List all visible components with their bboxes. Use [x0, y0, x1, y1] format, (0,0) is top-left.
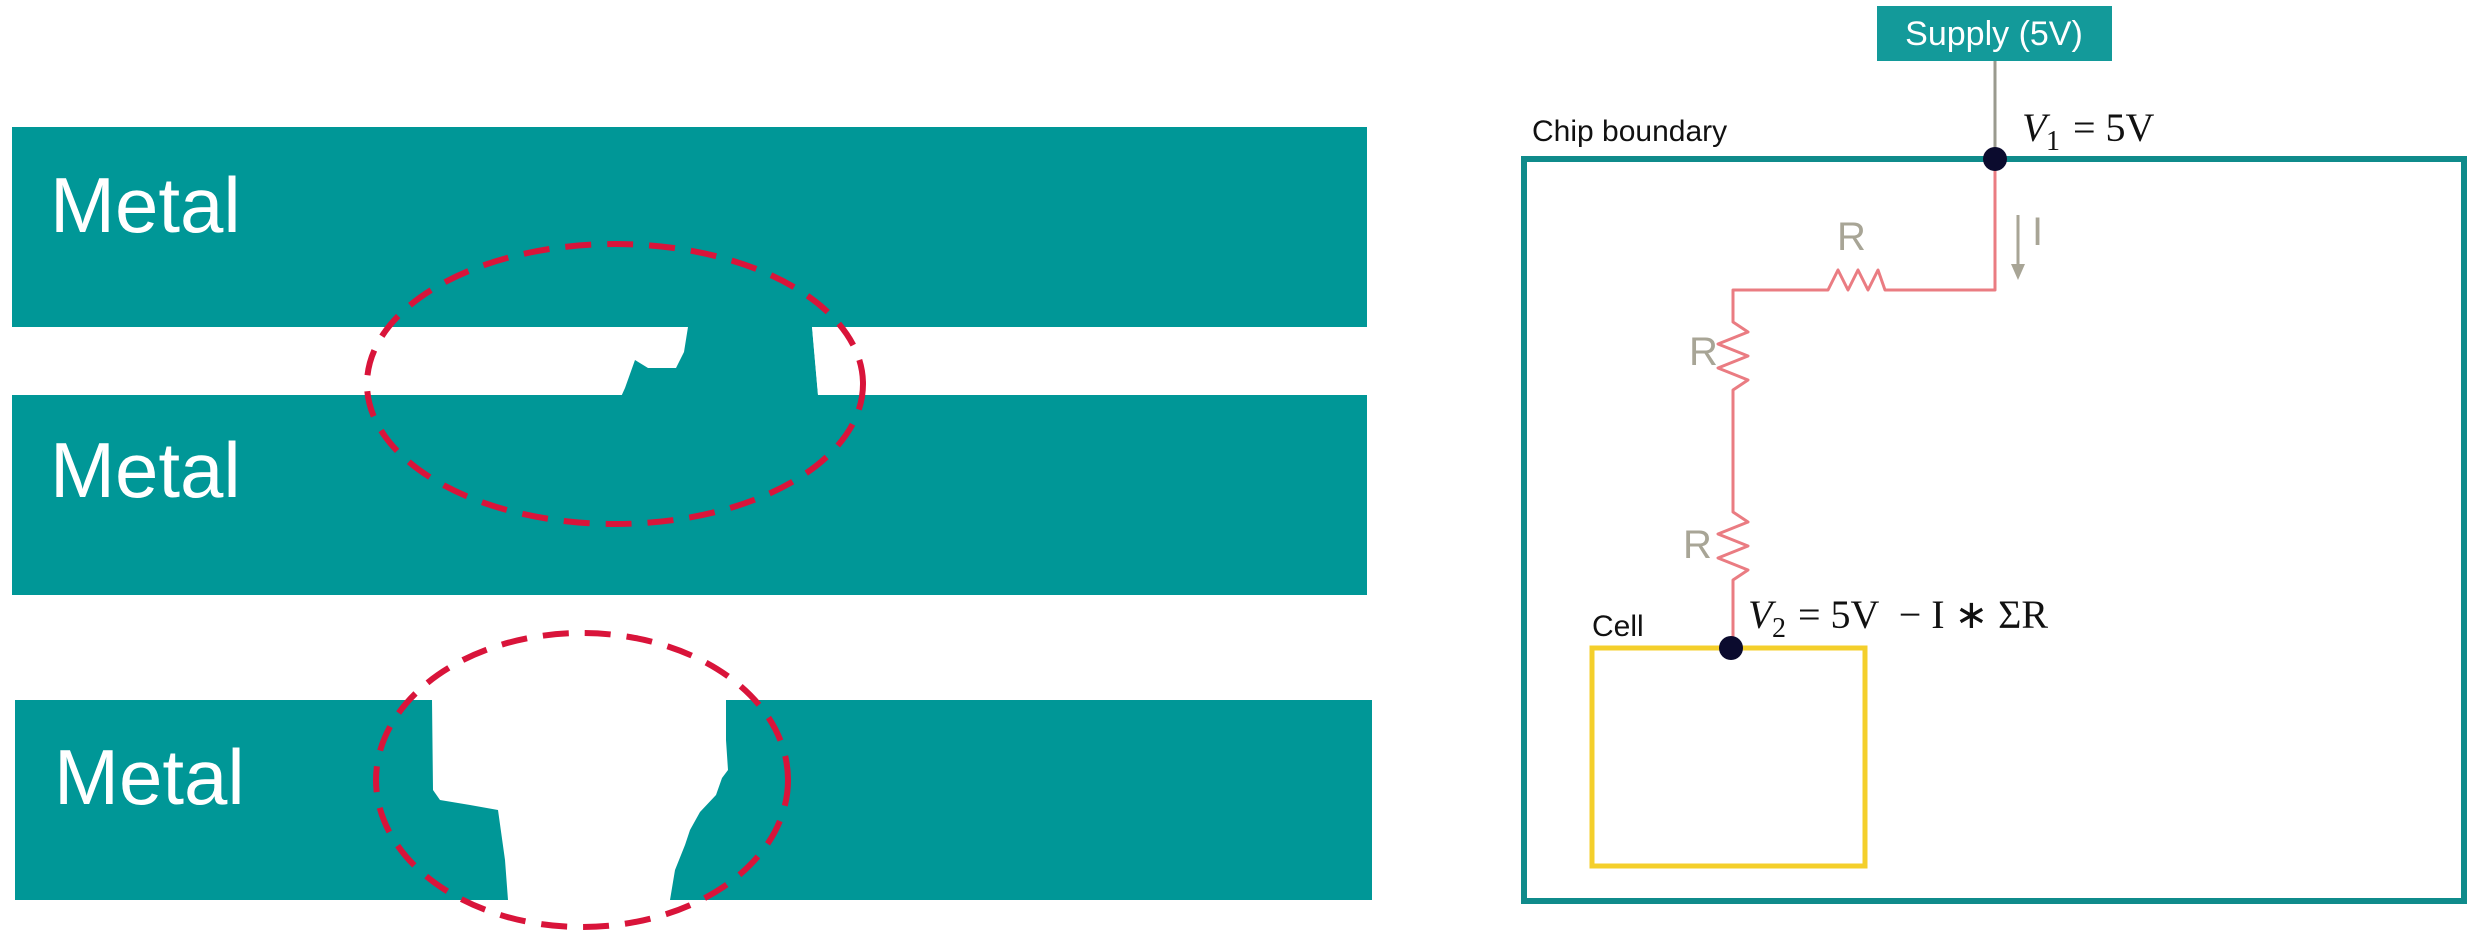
inter-layer-gap [12, 327, 1367, 452]
cell-label: Cell [1592, 610, 1644, 643]
resistor-label-low: R [1683, 523, 1712, 567]
hillock-defect-outline [364, 241, 866, 527]
supply-node [1983, 147, 2007, 171]
metal-label-bottom: Metal [54, 733, 245, 821]
svg-text:V: V [2022, 105, 2051, 150]
supply-label: Supply (5V) [1905, 15, 2083, 53]
svg-text:V: V [1748, 592, 1777, 637]
cell-box [1589, 645, 1868, 869]
ir-drop-circuit [1521, 6, 2467, 904]
resistor-label-mid: R [1689, 330, 1718, 374]
svg-text:= 5V: = 5V [2073, 105, 2155, 150]
resistor-label-top: R [1837, 215, 1866, 259]
chip-boundary-label: Chip boundary [1532, 115, 1727, 148]
svg-text:1: 1 [2046, 126, 2060, 157]
metal-layers-panel [12, 127, 1372, 900]
metal-label-middle: Metal [50, 426, 241, 514]
metal-label-top: Metal [50, 161, 241, 249]
middle-metal-strip [12, 395, 1367, 595]
v1-equation: V 1 = 5V [2022, 105, 2155, 157]
current-label: I [2032, 210, 2043, 254]
bottom-metal-strip [15, 700, 1372, 900]
void-defect-outline [373, 630, 791, 930]
hillock-extrusion [12, 327, 818, 452]
current-arrow-head [2011, 264, 2025, 280]
svg-text:2: 2 [1772, 613, 1786, 644]
v2-equation: V 2 = 5V − I ∗ ΣR [1748, 592, 2048, 644]
power-wire [1716, 159, 1997, 648]
supply-box [1877, 6, 2112, 61]
svg-text:= 5V − I ∗ ΣR: = 5V − I ∗ ΣR [1798, 592, 2048, 637]
cell-node [1719, 636, 1743, 660]
